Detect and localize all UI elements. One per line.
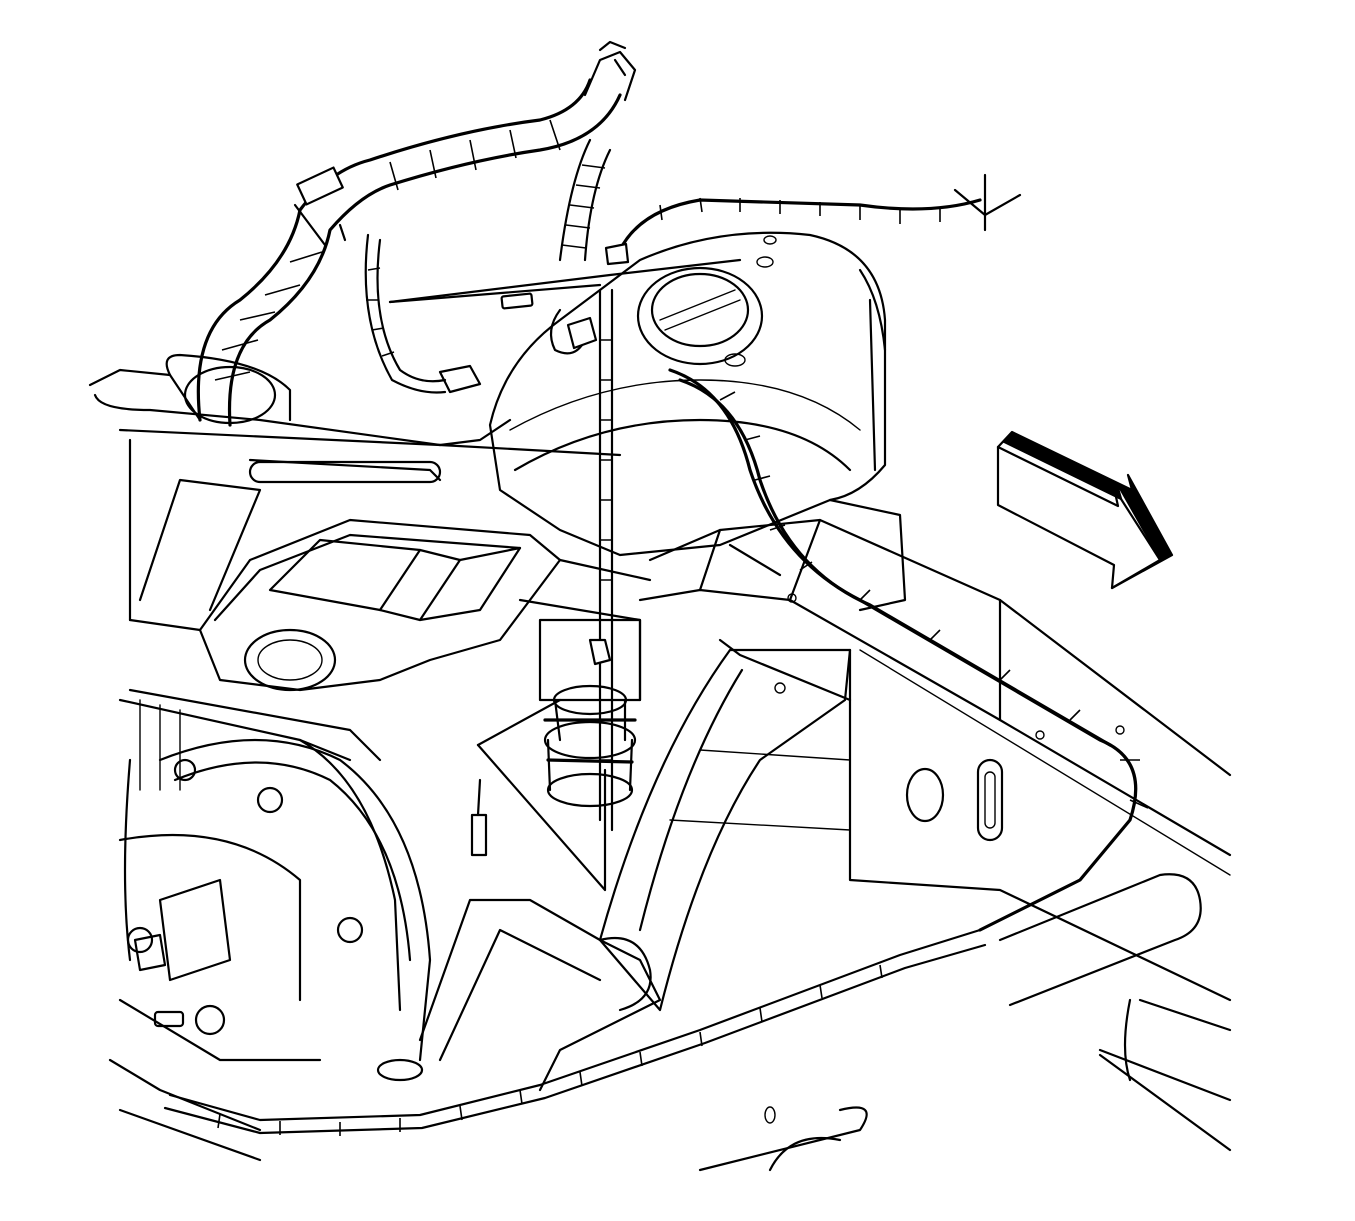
harness-clip xyxy=(296,166,344,206)
frame-side-rail xyxy=(638,518,1232,1002)
frame-slot xyxy=(976,758,1004,842)
transmission-housing xyxy=(118,688,432,1062)
fuel-pump-access-cover xyxy=(636,266,764,366)
front-direction-arrow-icon xyxy=(996,430,1174,590)
wiring-harness-tank xyxy=(604,197,982,266)
crossmember-arch xyxy=(598,638,852,1012)
right-tube xyxy=(998,873,1232,1152)
callout-upper-harness-clip xyxy=(388,258,742,304)
callout-lower-sensor xyxy=(476,743,607,892)
callout-lines xyxy=(388,173,1022,892)
lower-brace xyxy=(108,898,868,1172)
fuel-tank xyxy=(488,231,907,612)
wiring-harness-upper xyxy=(196,40,637,427)
fuel-tank-pressure-sensor xyxy=(470,638,637,857)
front-crossmember xyxy=(88,233,622,622)
wiring-harness-right xyxy=(163,368,1149,1136)
transmission-mount-bracket xyxy=(128,478,652,702)
sensor-probe xyxy=(470,813,488,857)
frame-hole xyxy=(905,767,945,823)
harness-connector xyxy=(438,364,482,394)
wiring-harness-vertical xyxy=(549,138,614,832)
